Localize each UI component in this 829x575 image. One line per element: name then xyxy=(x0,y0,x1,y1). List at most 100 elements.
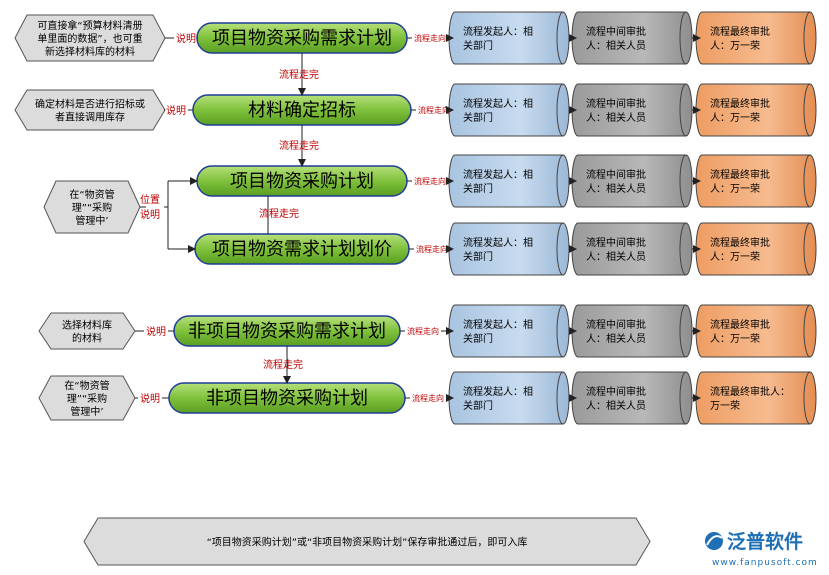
flow-dir-label: 流程走向 xyxy=(416,244,448,254)
explain-label: 说明 xyxy=(166,104,186,117)
cylinder-text-line: 关部门 xyxy=(463,111,493,124)
cylinder-body xyxy=(571,11,693,65)
cylinder-body xyxy=(571,154,693,208)
cylinder-edge xyxy=(803,11,811,65)
cylinder-body xyxy=(695,304,817,358)
cylinder-edge xyxy=(556,11,564,65)
cylinder-edge xyxy=(679,83,687,137)
flow-dir-label: 流程走向 xyxy=(407,326,439,336)
position-label: 位置 xyxy=(140,193,160,206)
footer-banner: “项目物资采购计划”或“非项目物资采购计划”保存审批通过后，即可入库 xyxy=(83,517,651,566)
flow-dir-label: 流程走向 xyxy=(414,176,446,186)
cylinder-body xyxy=(448,222,570,276)
cylinder-text-line: 人：相关人员 xyxy=(586,182,646,195)
final-cylinder-3[interactable]: 流程最终审批人：万一荣 xyxy=(695,154,817,208)
note-text-line: 确定材料是否进行招标或 xyxy=(35,98,145,111)
cylinder-text-line: 人：万一荣 xyxy=(710,112,760,124)
cylinder-text-line: 流程最终审批 xyxy=(710,168,770,181)
footer-shape xyxy=(83,517,651,566)
process-label: 项目物资需求计划划价 xyxy=(212,239,392,260)
logo-swoosh-icon xyxy=(706,535,723,546)
cylinder-body xyxy=(448,11,570,65)
process-p3[interactable]: 项目物资采购计划 xyxy=(196,165,408,197)
cylinder-text-line: 流程中间审批 xyxy=(586,97,646,110)
process-p5[interactable]: 非项目物资采购需求计划 xyxy=(173,315,401,347)
cylinder-body xyxy=(695,83,817,137)
process-label: 项目物资采购计划 xyxy=(230,171,374,192)
cylinder-edge xyxy=(556,154,564,208)
note-text-line: 理”“采购 xyxy=(72,201,112,214)
cylinder-edge xyxy=(556,304,564,358)
flow-done-label: 流程走完 xyxy=(279,68,319,81)
cylinder-edge xyxy=(556,222,564,276)
cylinder-edge xyxy=(803,304,811,358)
flow-done-label: 流程走完 xyxy=(259,207,299,220)
cylinder-edge xyxy=(679,304,687,358)
cylinder-body xyxy=(571,222,693,276)
note-text-line: 管理中’ xyxy=(70,405,103,418)
flow-dir-label: 流程走向 xyxy=(412,393,444,403)
cylinder-text-line: 流程中间审批 xyxy=(586,168,646,181)
process-p6[interactable]: 非项目物资采购计划 xyxy=(168,382,406,414)
logo-name: 泛普软件 xyxy=(727,530,803,553)
process-label: 项目物资采购需求计划 xyxy=(212,28,392,49)
process-p1[interactable]: 项目物资采购需求计划 xyxy=(196,22,408,54)
final-cylinder-5[interactable]: 流程最终审批人：万一荣 xyxy=(695,304,817,358)
cylinder-text-line: 流程最终审批 xyxy=(710,25,770,38)
cylinder-edge xyxy=(803,83,811,137)
final-cylinder-6[interactable]: 流程最终审批人：万一荣 xyxy=(695,371,817,425)
cylinder-text-line: 流程发起人：相 xyxy=(463,385,533,398)
cylinder-text-line: 流程最终审批 xyxy=(710,318,770,331)
cylinder-text-line: 流程最终审批 xyxy=(710,236,770,249)
process-p4[interactable]: 项目物资需求计划划价 xyxy=(194,233,410,265)
cylinder-body xyxy=(695,222,817,276)
explain-label: 说明 xyxy=(176,32,196,45)
flow-dir-label: 流程走向 xyxy=(418,105,450,115)
process-label: 非项目物资采购计划 xyxy=(206,388,368,409)
cylinder-body xyxy=(448,83,570,137)
cylinder-text-line: 人：万一荣 xyxy=(710,251,760,263)
cylinder-text-line: 人：相关人员 xyxy=(586,111,646,124)
note-text-line: 在“物资管 xyxy=(69,188,114,201)
cylinder-text-line: 流程发起人：相 xyxy=(463,318,533,331)
cylinder-body xyxy=(695,371,817,425)
cylinder-text-line: 万一荣 xyxy=(710,400,740,412)
cylinder-edge xyxy=(556,83,564,137)
note-text-line: 单里面的数据”，也可重 xyxy=(37,32,142,45)
cylinder-edge xyxy=(679,154,687,208)
cylinder-text-line: 关部门 xyxy=(463,182,493,195)
cylinder-text-line: 关部门 xyxy=(463,399,493,412)
final-cylinder-4[interactable]: 流程最终审批人：万一荣 xyxy=(695,222,817,276)
cylinder-body xyxy=(571,304,693,358)
logo-mark-icon xyxy=(705,532,723,550)
cylinder-body xyxy=(695,11,817,65)
process-p2[interactable]: 材料确定招标 xyxy=(192,94,412,126)
cylinder-edge xyxy=(679,222,687,276)
final-cylinder-1[interactable]: 流程最终审批人：万一荣 xyxy=(695,11,817,65)
cylinder-edge xyxy=(679,11,687,65)
cylinder-edge xyxy=(803,154,811,208)
flow-done-label: 流程走完 xyxy=(263,358,303,371)
cylinder-text-line: 人：万一荣 xyxy=(710,333,760,345)
cylinder-body xyxy=(571,371,693,425)
note-n4: 选择材料库的材料 xyxy=(38,312,136,350)
final-cylinder-2[interactable]: 流程最终审批人：万一荣 xyxy=(695,83,817,137)
logo-url: www.fanpusoft.com xyxy=(712,558,818,568)
